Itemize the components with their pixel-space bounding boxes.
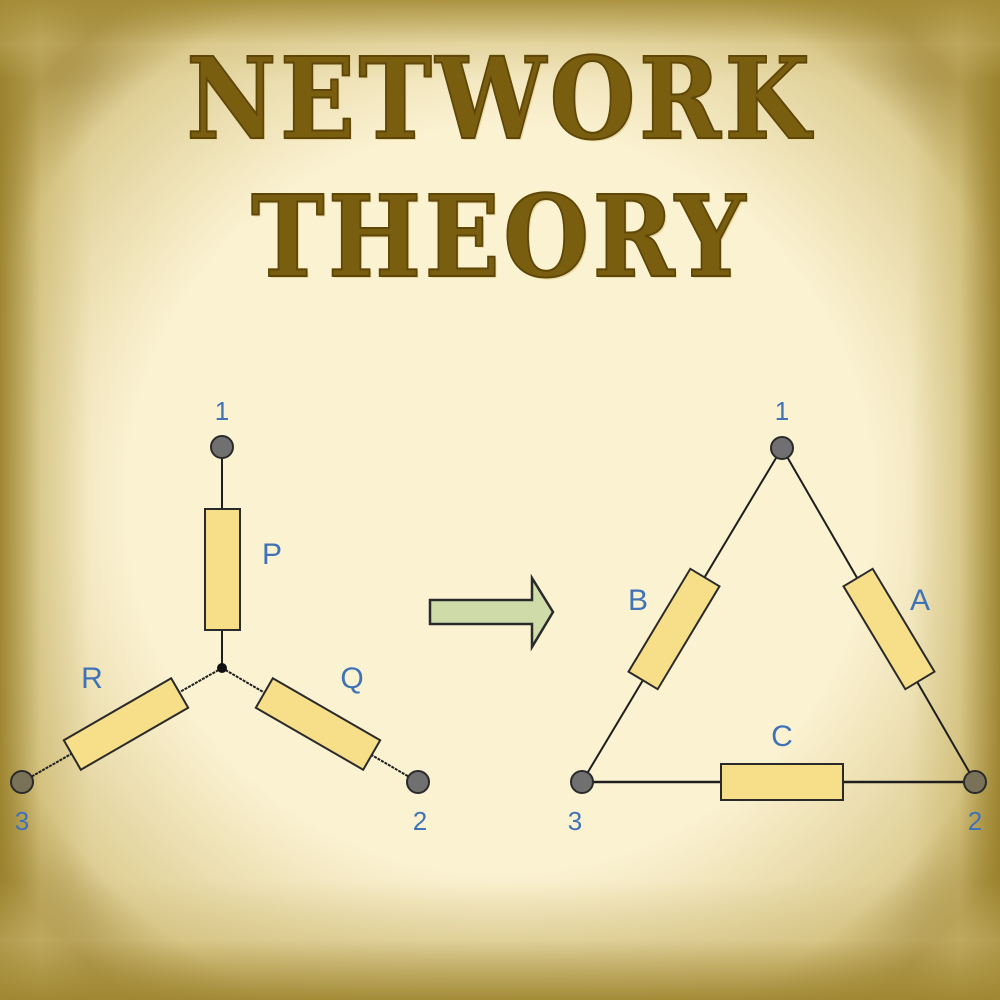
delta-node-1: [770, 436, 794, 460]
resistor-p: [204, 508, 241, 631]
vignette-edge-right: [910, 0, 1000, 1000]
delta-node-2: [963, 770, 987, 794]
resistor-a-label: A: [910, 584, 930, 617]
star-junction-dot: [217, 663, 227, 673]
resistor-b-label: B: [628, 584, 648, 617]
star-wire-center-3: [21, 667, 223, 783]
star-node-1-label: 1: [215, 396, 229, 426]
vignette-edge-top: [0, 0, 1000, 80]
title-line-theory: THEORY: [250, 172, 749, 303]
resistor-p-label: P: [262, 538, 282, 571]
star-node-2-label: 2: [413, 806, 427, 836]
resistor-q-label: Q: [340, 662, 363, 695]
resistor-c: [720, 763, 844, 801]
delta-network: 1 2 3 A B C: [568, 396, 987, 836]
delta-node-3-label: 3: [568, 806, 582, 836]
star-node-2: [406, 770, 430, 794]
star-node-1: [210, 435, 234, 459]
delta-node-2-label: 2: [968, 806, 982, 836]
right-arrow-icon: [428, 573, 555, 652]
resistor-b: [627, 567, 721, 691]
vignette-edge-bottom: [0, 880, 1000, 1000]
delta-node-3: [570, 770, 594, 794]
vignette-edge-left: [0, 0, 90, 1000]
resistor-r: [62, 676, 190, 772]
star-network: 1 2 3 P Q R: [10, 396, 430, 836]
star-node-3: [10, 770, 34, 794]
resistor-q: [254, 676, 382, 772]
resistor-c-label: C: [771, 720, 793, 753]
title-line-network: NETWORK: [185, 34, 814, 165]
resistor-a: [842, 567, 936, 691]
delta-node-1-label: 1: [775, 396, 789, 426]
star-node-3-label: 3: [15, 806, 29, 836]
resistor-r-label: R: [81, 662, 103, 695]
